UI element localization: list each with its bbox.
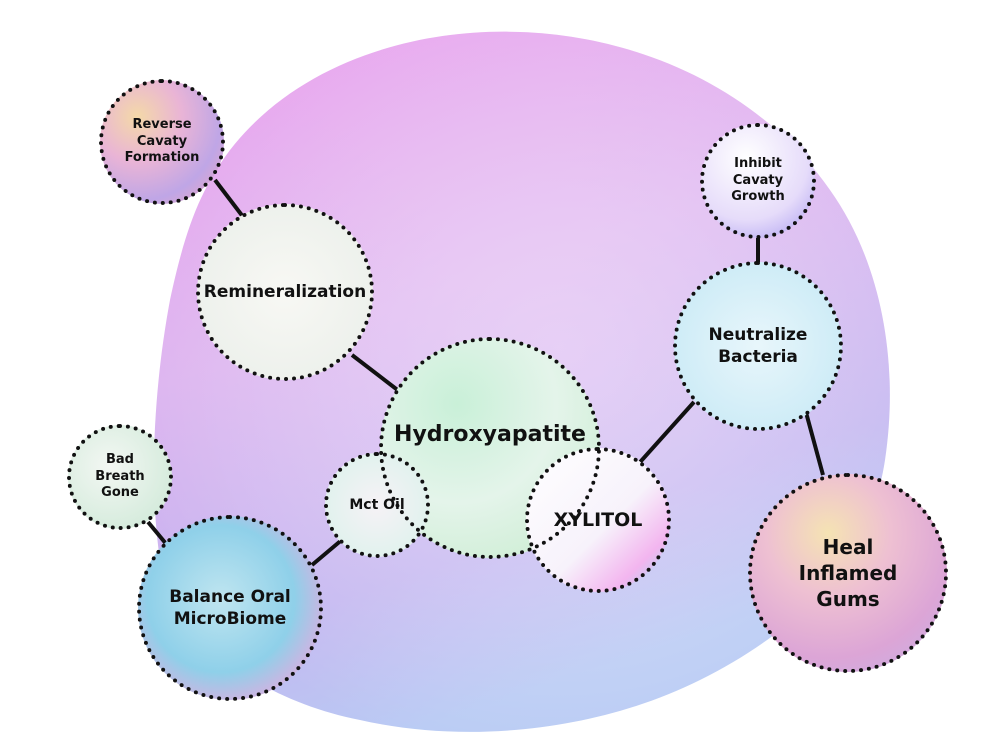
node-label-bad-breath: Bad Breath Gone xyxy=(95,451,145,501)
connector-neutral-heal xyxy=(802,404,825,476)
node-inhibit-cavity: Inhibit Cavaty Growth xyxy=(700,123,816,239)
node-label-neutralize-bacteria: Neutralize Bacteria xyxy=(708,324,808,367)
node-label-heal-gums: Heal Inflamed Gums xyxy=(798,535,898,611)
node-neutralize-bacteria: Neutralize Bacteria xyxy=(673,261,843,431)
node-balance-microbiome: Balance Oral MicroBiome xyxy=(137,515,323,701)
node-label-inhibit-cavity: Inhibit Cavaty Growth xyxy=(731,155,785,205)
node-mct-oil: Mct Oil xyxy=(324,452,430,558)
connector-xylitol-neutral xyxy=(631,400,696,472)
node-label-mct-oil: Mct Oil xyxy=(349,496,405,513)
node-label-reverse-cavity: Reverse Cavaty Formation xyxy=(124,116,200,166)
node-xylitol: XYLITOL xyxy=(525,447,671,593)
node-bad-breath: Bad Breath Gone xyxy=(67,424,173,530)
node-remineralization: Remineralization xyxy=(196,203,374,381)
node-label-hydroxyapatite: Hydroxyapatite xyxy=(394,422,586,447)
node-heal-gums: Heal Inflamed Gums xyxy=(748,473,948,673)
node-label-remineralization: Remineralization xyxy=(203,281,367,302)
node-label-xylitol: XYLITOL xyxy=(553,508,643,531)
node-reverse-cavity: Reverse Cavaty Formation xyxy=(99,79,225,205)
node-label-balance-microbiome: Balance Oral MicroBiome xyxy=(169,586,291,629)
